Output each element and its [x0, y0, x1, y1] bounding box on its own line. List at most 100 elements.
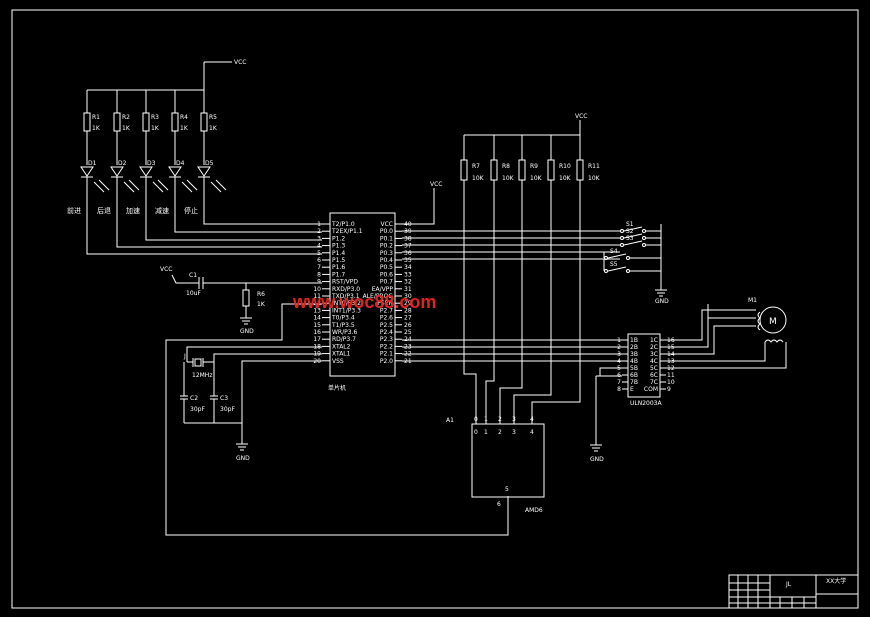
pullup-to-sensor-wire — [499, 180, 523, 424]
mcu-pin-name-right: VCC — [381, 221, 393, 228]
led-label: 加速 — [126, 206, 140, 215]
mcu-pin-name-right: EA/VPP — [372, 286, 394, 293]
switch-jog — [603, 258, 620, 271]
mcu-to-driver-wires — [402, 339, 622, 362]
sensor-pin-bottom: 5 — [505, 486, 509, 493]
crystal-c2-val: 30pF — [190, 406, 205, 413]
mcu-vcc: VCC — [402, 181, 442, 225]
mcu-pin-name-right: P0.3 — [380, 250, 393, 257]
crystal-c3-val: 30pF — [220, 406, 235, 413]
mcu-pin-name-right: P2.6 — [380, 315, 393, 322]
mcu-pin-number-left: 14 — [313, 315, 321, 322]
sensor-pin-inner: 1 — [484, 429, 488, 436]
led-resistor — [142, 112, 150, 132]
driver-pin-name-right: 1C — [650, 337, 658, 344]
switch-contact — [620, 236, 624, 240]
mcu-pin-name-left: P1.3 — [332, 243, 345, 250]
motor-symbol-label: M — [769, 317, 777, 327]
led-to-mcu-wires — [86, 210, 322, 255]
switch-contact — [604, 269, 608, 273]
pullup-resistor — [576, 159, 584, 181]
led-section: VCC R11KD1前进R21KD2后退R31KD3加速R41KD4减速R51K… — [67, 59, 246, 215]
mcu-pin-name-left: P1.7 — [332, 271, 345, 278]
switch-contact — [626, 256, 630, 260]
sensor-pin-inner: 2 — [498, 429, 502, 436]
mcu-pin-name-right: P2.0 — [380, 358, 393, 365]
mcu-pin-name-left: T2EX/P1.1 — [331, 228, 363, 235]
driver-pin-name-right: 5C — [650, 365, 658, 372]
mcu-pin-name-left: T1/P3.5 — [331, 322, 355, 329]
driver-pin-number-left: 8 — [617, 386, 621, 393]
led-resistor-val: 1K — [180, 125, 189, 132]
led-ray — [152, 181, 164, 193]
driver-pin-name-left: 6B — [630, 372, 638, 379]
switch-label: S2 — [626, 228, 634, 235]
led-resistor — [113, 112, 121, 132]
pullup-resistor — [460, 159, 468, 181]
titleblock-name: JL — [785, 581, 792, 588]
led-ray — [157, 179, 169, 191]
driver-pin-name-right: 7C — [650, 379, 658, 386]
mcu-pin-name-right: P0.6 — [380, 271, 393, 278]
driver-pin-name-left: 3B — [630, 351, 638, 358]
sensor-label: AMD6 — [525, 507, 543, 514]
led-label: 减速 — [155, 206, 169, 215]
led-resistor-val: 1K — [209, 125, 218, 132]
led-resistor-ref: R3 — [151, 114, 159, 121]
led-diode — [139, 166, 153, 177]
pullup-val: 10K — [472, 175, 485, 182]
led-diode — [80, 166, 94, 177]
crystal-c2-ref: C2 — [190, 395, 198, 402]
led-label: 前进 — [67, 206, 81, 215]
mcu-pin-number-left: 5 — [317, 250, 321, 257]
vcc-left-label: VCC — [160, 266, 172, 273]
mcu-pin-name-right: P2.1 — [380, 351, 393, 358]
crystal-gnd-label: GND — [236, 455, 250, 462]
mcu-pin-name-right: PSEN — [377, 300, 393, 307]
driver-pin-number-right: 10 — [667, 379, 675, 386]
sensor-pin-inner: 0 — [474, 429, 478, 436]
mcu-pin-number-right: 29 — [404, 300, 412, 307]
sensor-ref: A1 — [446, 417, 454, 424]
mcu-pin-number-left: 8 — [317, 271, 321, 278]
driver-pin-name-left: 4B — [630, 358, 638, 365]
motor: M M1 — [666, 297, 787, 369]
mcu-pin-name-right: P0.4 — [380, 257, 393, 264]
pullup-resistor — [547, 159, 555, 181]
mcu-pin-name-left: TXD/P3.1 — [331, 293, 360, 300]
reset-gnd-label: GND — [240, 328, 254, 335]
driver-pin-name-right: 4C — [650, 358, 658, 365]
mcu-pin-number-right: 27 — [404, 315, 412, 322]
switch-contact — [642, 243, 646, 247]
led-resistor-val: 1K — [151, 125, 160, 132]
mcu-pin-name-left: P1.4 — [332, 250, 345, 257]
mcu-pin-number-left: 11 — [313, 293, 321, 300]
mcu-body — [329, 212, 396, 377]
pullup-resistor — [518, 159, 526, 181]
led-diode-ref: D3 — [147, 160, 156, 167]
mcu-pin-number-left: 7 — [317, 264, 321, 271]
drawing-border — [11, 9, 859, 609]
mcu-pin-name-left: P1.5 — [332, 257, 345, 264]
driver-pin-number-left: 3 — [617, 351, 621, 358]
mcu-pin-number-right: 26 — [404, 322, 412, 329]
mcu-pin-number-right: 32 — [404, 279, 412, 286]
reset-cap-val: 10uF — [186, 290, 201, 297]
pullup-to-sensor-wire — [485, 180, 495, 424]
led-label: 后退 — [97, 206, 111, 215]
mcu-pin-name-right: P2.3 — [380, 336, 393, 343]
mcu-pin-number-right: 36 — [404, 250, 412, 257]
mcu-pin-name-left: RD/P3.7 — [332, 336, 356, 343]
pullup-val: 10K — [588, 175, 601, 182]
driver-pin-name-left: 1B — [630, 337, 638, 344]
titleblock-org: XX大学 — [826, 577, 846, 585]
mcu-pin-name-left: P1.2 — [332, 235, 345, 242]
mcu-pin-name-right: P2.7 — [380, 307, 393, 314]
mcu-pin-name-right: ALE/PROG — [363, 293, 394, 300]
switch-label: S5 — [610, 261, 618, 268]
led-resistor-ref: R4 — [180, 114, 188, 121]
vcc-right-label: VCC — [575, 113, 587, 120]
